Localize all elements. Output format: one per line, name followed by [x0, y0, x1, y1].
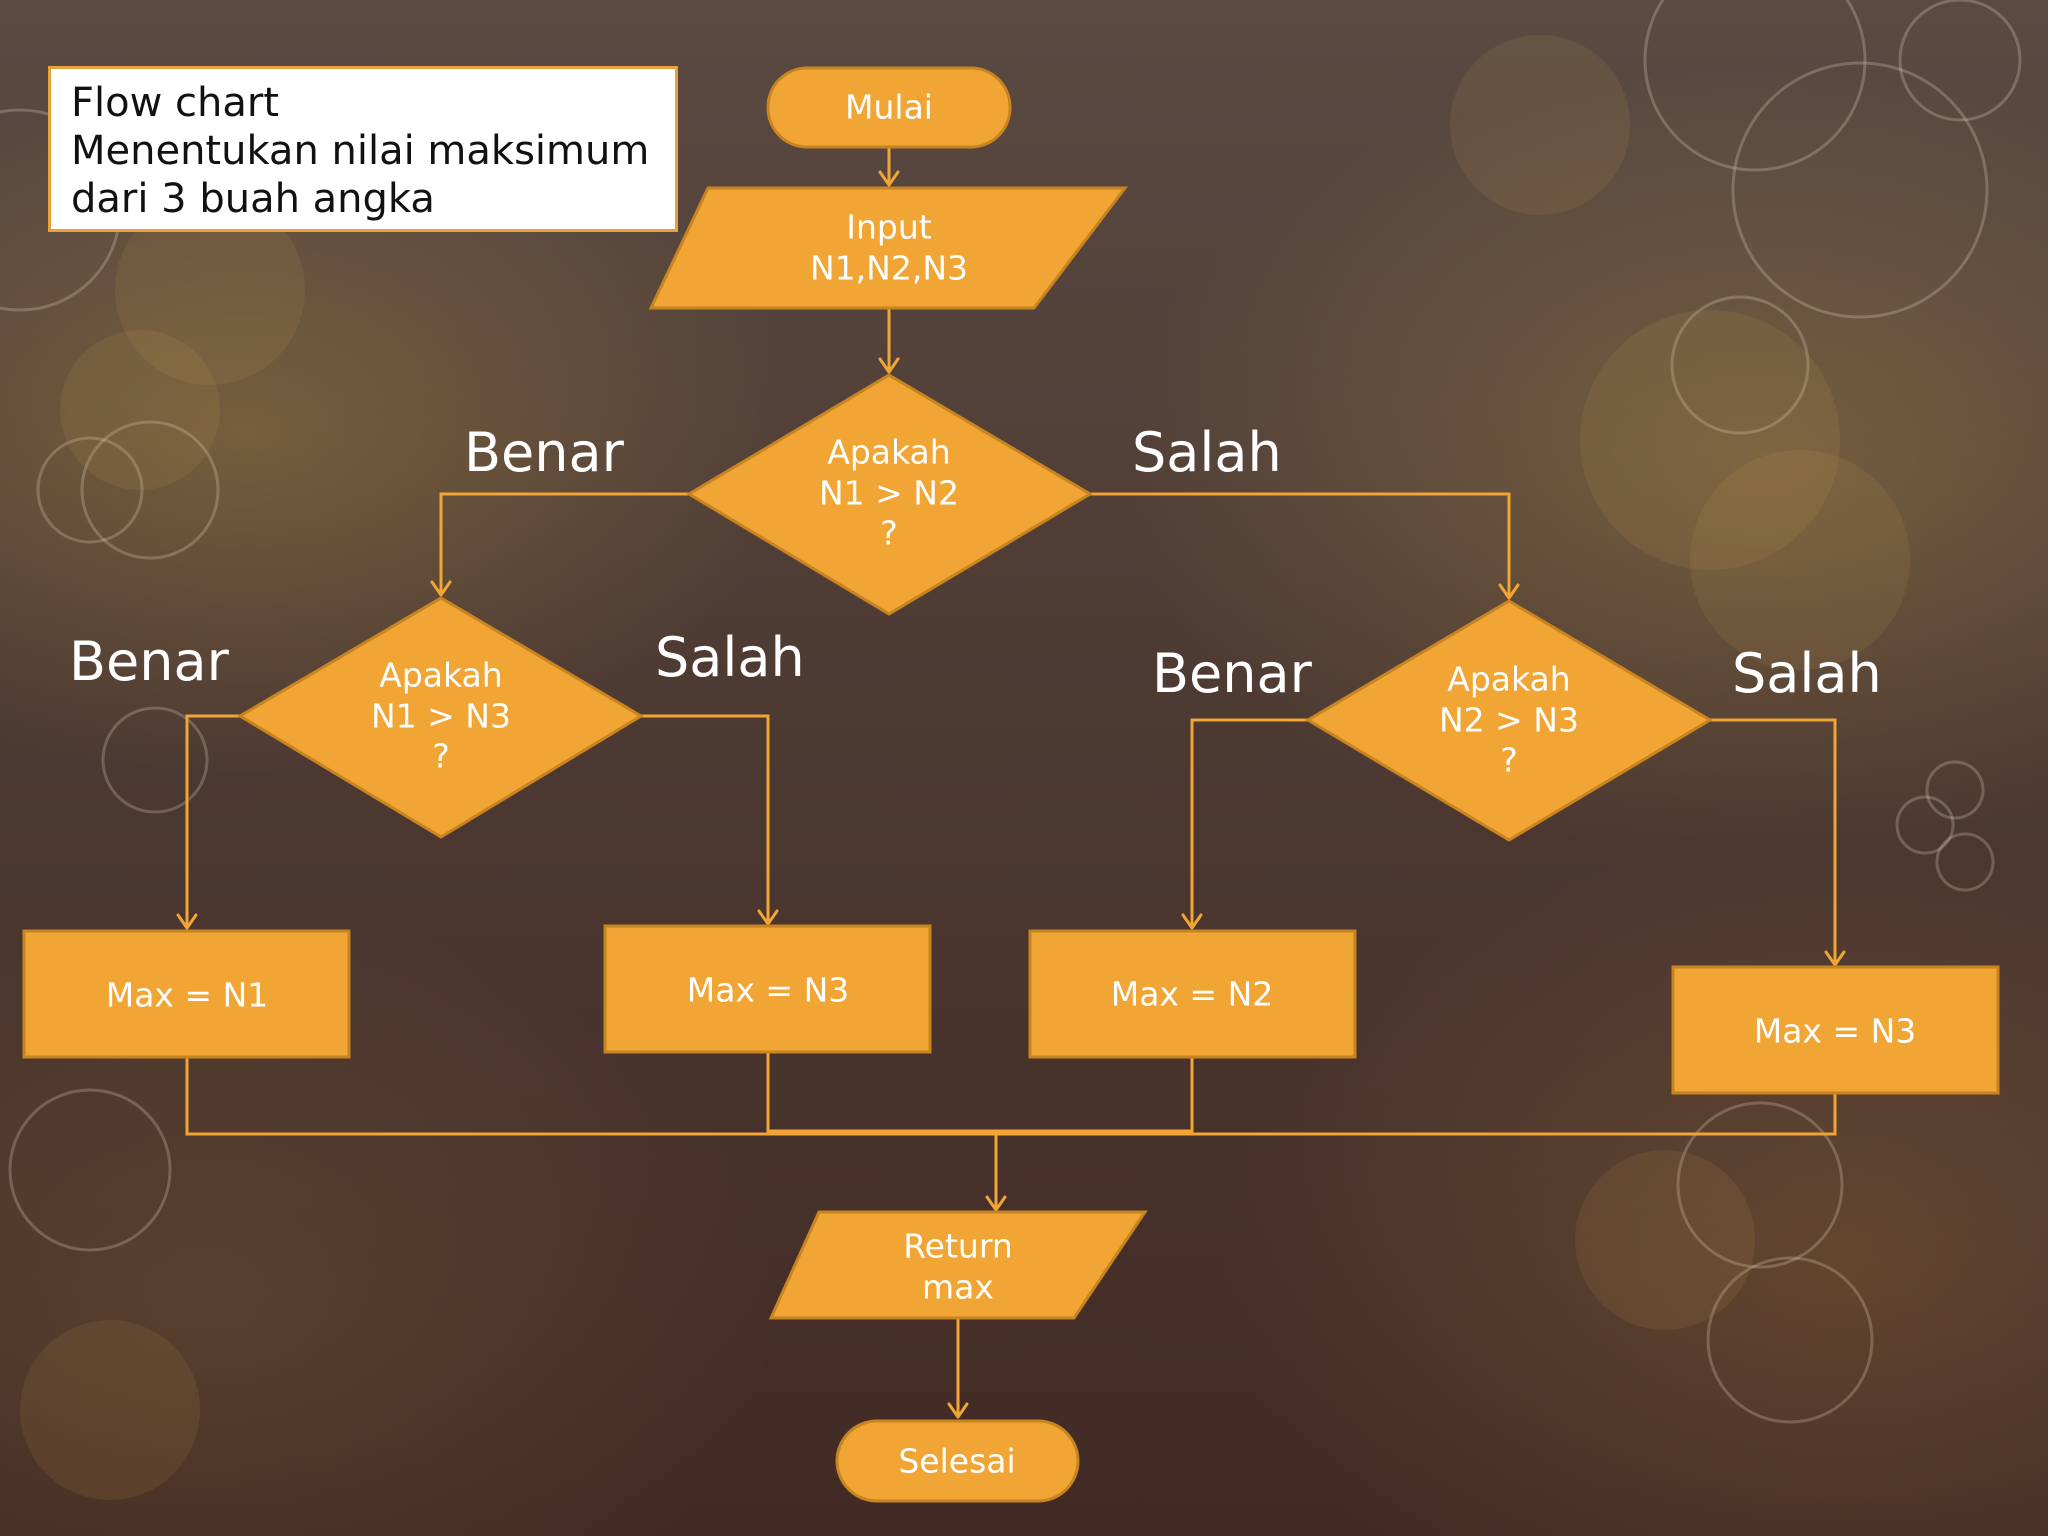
decision-3-diamond: Apakah N2 > N3 ?	[1305, 599, 1713, 842]
branch-label-d2-false: Salah	[655, 626, 805, 689]
arrowhead	[985, 1195, 1007, 1212]
connector-decision1-false	[1090, 492, 1511, 598]
decision-1-diamond: Apakah N1 > N2 ?	[686, 373, 1093, 616]
branch-label-d3-true: Benar	[1152, 642, 1313, 705]
arrowhead	[757, 909, 779, 926]
decision-1-line-2: N1 > N2	[819, 474, 959, 513]
connector-decision3-false	[1710, 718, 1837, 965]
process-box-1: Max = N1	[22, 929, 351, 1059]
branch-label-d1-true: Benar	[464, 421, 625, 484]
arrowhead	[1498, 583, 1520, 600]
process-3-label: Max = N2	[1111, 975, 1274, 1014]
decision-1-line-1: Apakah	[827, 433, 950, 472]
branch-label-d2-true: Benar	[69, 630, 230, 693]
decision-2-line-2: N1 > N3	[371, 697, 511, 736]
decision-3-line-2: N2 > N3	[1439, 701, 1579, 740]
start-terminator: Mulai	[766, 66, 1012, 149]
title-line-3: dari 3 buah angka	[71, 176, 435, 222]
branch-label-d1-false: Salah	[1132, 421, 1282, 484]
process-box-3: Max = N2	[1028, 929, 1357, 1059]
decision-2-diamond: Apakah N1 > N3 ?	[237, 596, 644, 839]
arrowhead	[1181, 913, 1203, 930]
connector-merge	[185, 1057, 1837, 1136]
arrowhead	[430, 580, 452, 597]
arrowhead	[878, 170, 900, 187]
arrowhead	[176, 913, 198, 930]
title-box: Flow chart Menentukan nilai maksimum dar…	[48, 66, 678, 232]
title-line-2: Menentukan nilai maksimum	[71, 128, 650, 174]
connector-decision1-true	[439, 492, 689, 595]
output-label-line-2: max	[922, 1268, 994, 1307]
title-line-1: Flow chart	[71, 80, 280, 126]
connector-decision2-false	[641, 714, 770, 924]
end-label: Selesai	[898, 1442, 1015, 1481]
process-1-label: Max = N1	[106, 976, 269, 1015]
decision-2-line-1: Apakah	[379, 656, 502, 695]
process-box-4: Max = N3	[1671, 965, 2000, 1095]
process-2-label: Max = N3	[687, 971, 850, 1010]
connector-decision3-true	[1190, 718, 1308, 928]
branch-labels: Benar Salah Benar Salah Benar Salah	[69, 421, 1882, 705]
connector-decision2-true	[185, 714, 240, 928]
decision-3-line-1: Apakah	[1447, 660, 1570, 699]
connector-merge-p2	[766, 1052, 1194, 1133]
input-label-line-2: N1,N2,N3	[810, 249, 968, 288]
arrowhead	[878, 357, 900, 374]
arrowhead	[1824, 950, 1846, 967]
input-label-line-1: Input	[846, 208, 932, 247]
output-parallelogram: Return max	[768, 1210, 1148, 1320]
end-terminator: Selesai	[835, 1419, 1080, 1503]
start-label: Mulai	[845, 88, 933, 127]
decision-2-line-3: ?	[432, 737, 450, 776]
branch-label-d3-false: Salah	[1732, 642, 1882, 705]
decision-3-line-3: ?	[1500, 741, 1518, 780]
decision-1-line-3: ?	[880, 514, 898, 553]
arrowhead	[947, 1402, 969, 1419]
process-4-label: Max = N3	[1754, 1012, 1917, 1051]
output-label-line-1: Return	[903, 1227, 1013, 1266]
connectors	[176, 147, 1846, 1419]
process-box-2: Max = N3	[603, 924, 932, 1054]
input-parallelogram: Input N1,N2,N3	[648, 186, 1129, 310]
